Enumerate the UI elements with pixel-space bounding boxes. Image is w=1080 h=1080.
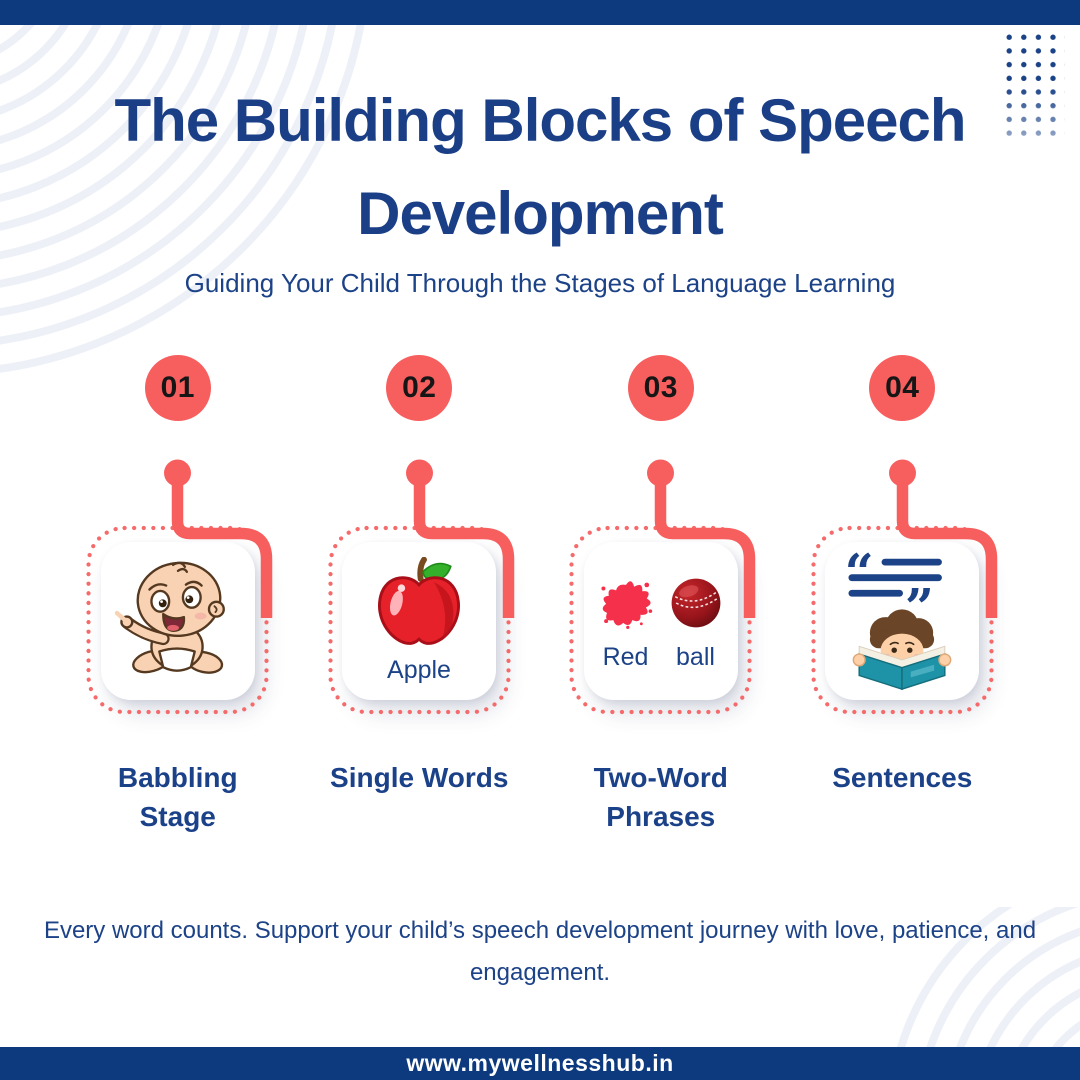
stage-column-two-word-phrases: 03: [540, 355, 782, 845]
stage-card: Apple: [342, 542, 496, 700]
paint-splat-illustration: [600, 581, 652, 629]
stage-label: Sentences: [832, 762, 973, 793]
stage-card: Red ball: [583, 542, 738, 700]
stage-column-single-words: 02 Apple Single Words: [299, 355, 541, 845]
reading-boy-figure: [852, 609, 952, 691]
stage-number-badge: 02: [386, 355, 453, 421]
card-word-label: Apple: [387, 656, 451, 685]
stage-number-badge: 03: [627, 355, 694, 421]
stage-column-sentences: 04 “ ”: [782, 355, 1024, 845]
top-accent-bar: [0, 0, 1080, 25]
card-word-label: ball: [676, 642, 715, 671]
apple-illustration: [378, 557, 460, 646]
card-word-label: Red: [602, 642, 649, 671]
website-url[interactable]: www.mywellnesshub.in: [406, 1050, 674, 1076]
stage-column-babbling: 01: [57, 355, 299, 845]
stage-label: Babbling Stage: [117, 762, 238, 833]
stage-number-badge: 04: [869, 355, 936, 421]
footer-bar: www.mywellnesshub.in: [0, 1047, 1080, 1080]
stage-number-badge: 01: [144, 355, 211, 421]
baby-illustration: [114, 561, 225, 674]
page-title: The Building Blocks of Speech Developmen…: [114, 87, 966, 247]
dot-grid-decoration: [1006, 34, 1068, 146]
cricket-ball-illustration: [671, 578, 720, 628]
stage-card: [100, 542, 255, 700]
stage-label: Two-Word Phrases: [593, 762, 728, 833]
quote-lines-and-reading-boy-illustration: “ ”: [845, 549, 952, 691]
stage-card: “ ”: [825, 542, 979, 700]
closing-message: Every word counts. Support your child’s …: [43, 917, 1037, 986]
page-subtitle: Guiding Your Child Through the Stages of…: [184, 268, 896, 298]
stages-row: 01: [57, 355, 1023, 845]
stage-label: Single Words: [330, 762, 509, 793]
